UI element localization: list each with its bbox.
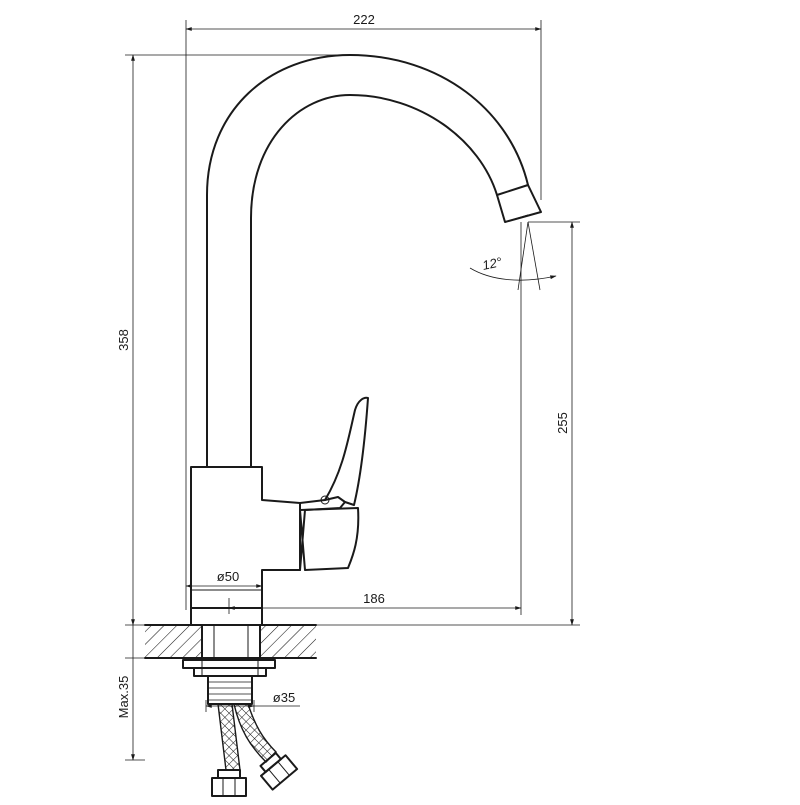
label-spout-height: 255 xyxy=(555,412,570,434)
label-spout-reach: 186 xyxy=(363,591,385,606)
aerator xyxy=(496,184,542,223)
dimension-labels: 222 358 255 186 ø50 ø35 Max.35 12° xyxy=(116,12,570,718)
mounting-nut xyxy=(193,667,267,677)
label-hole-diameter: ø35 xyxy=(273,690,295,705)
countertop xyxy=(144,624,317,659)
label-max-thickness: Max.35 xyxy=(116,676,131,719)
hose-fitting-left xyxy=(211,769,247,797)
supply-hose-right xyxy=(233,703,277,763)
faucet-body xyxy=(190,54,542,626)
hose-fitting-right xyxy=(259,751,299,791)
label-base-diameter: ø50 xyxy=(217,569,239,584)
base-ring xyxy=(190,607,263,626)
angle-arc xyxy=(469,267,557,281)
lever-base xyxy=(299,507,360,571)
label-overall-height: 358 xyxy=(116,329,131,351)
label-overall-width: 222 xyxy=(353,12,375,27)
supply-hoses xyxy=(211,703,299,797)
label-swivel-angle: 12° xyxy=(481,254,503,273)
mixer-body xyxy=(190,466,301,609)
angle-ray-vertical xyxy=(517,221,529,291)
lever-handle xyxy=(324,396,369,506)
mounting-washer xyxy=(182,659,276,669)
angle-ray-tilted xyxy=(527,221,541,291)
dimension-lines xyxy=(125,20,580,761)
